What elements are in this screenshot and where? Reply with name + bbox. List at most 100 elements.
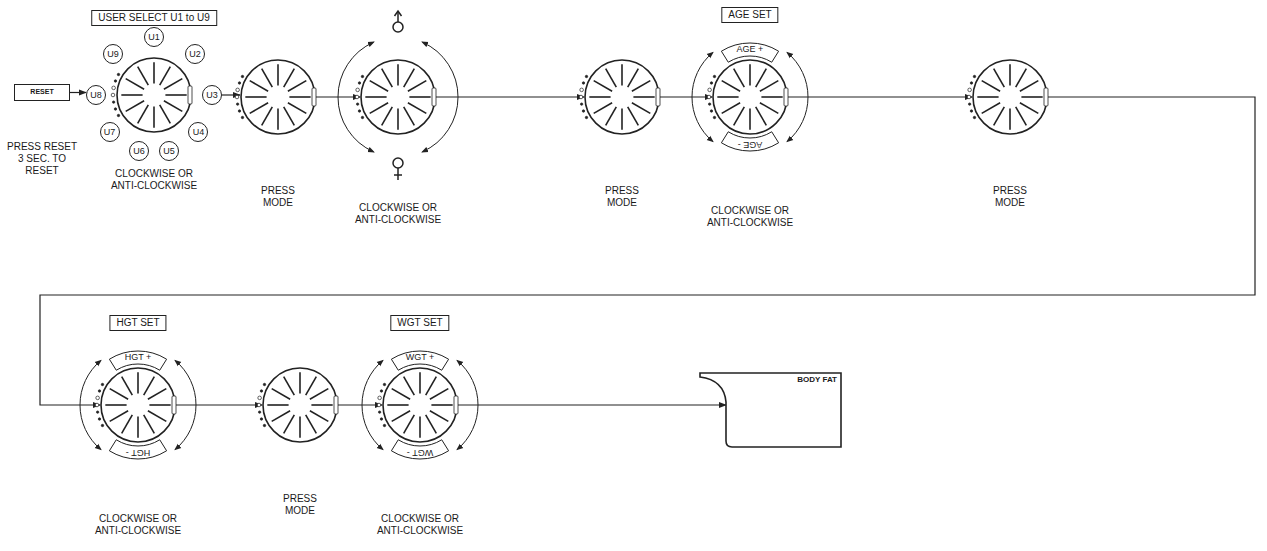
dial-dot (95, 403, 99, 407)
dial-spoke (419, 416, 421, 437)
user-circle: U7 (100, 122, 120, 142)
button-label: RESET (30, 88, 53, 96)
dial-dot (358, 110, 360, 112)
flow-arrow (338, 404, 382, 405)
dial-spoke (138, 105, 149, 123)
dial-spoke (272, 411, 290, 422)
user-circle: U5 (159, 141, 179, 161)
dial-dot (238, 82, 240, 84)
step-caption: PRESS RESET 3 SEC. TO RESET (4, 141, 80, 177)
dial-dot (579, 95, 583, 99)
dial-dot (968, 88, 972, 92)
dial-spoke (121, 94, 142, 96)
dial-mark (312, 88, 316, 106)
dial-spoke (148, 389, 166, 400)
user-circle: U3 (202, 85, 222, 105)
dial-shape (972, 59, 1048, 135)
dial-spoke (409, 96, 430, 98)
dial-spoke (749, 64, 751, 85)
dial-dot (236, 88, 240, 92)
dial-spoke (105, 404, 126, 406)
dial-spoke (149, 404, 170, 406)
dial-spoke (126, 101, 144, 112)
step-heading: AGE SET (721, 7, 778, 23)
dial-spoke (606, 107, 617, 125)
dial-rim (101, 368, 175, 442)
dial-spoke (722, 81, 740, 92)
flow-arrow (458, 404, 726, 405)
dial-rim (585, 60, 659, 134)
dial-spoke (299, 372, 301, 393)
dial-spoke (760, 81, 778, 92)
dial-spoke (717, 96, 738, 98)
dial-spoke (982, 81, 1000, 92)
user-number: U9 (107, 49, 119, 60)
control-dial: AGE SETAGE +AGE -CLOCKWISE OR ANTI-CLOCK… (712, 59, 788, 135)
dial-spoke (392, 411, 410, 422)
dial-shape (712, 59, 788, 135)
user-number: U3 (206, 90, 218, 101)
step-caption: CLOCKWISE OR ANTI-CLOCKWISE (700, 205, 800, 229)
step-caption: CLOCKWISE OR ANTI-CLOCKWISE (88, 513, 188, 537)
dial-spoke (284, 377, 295, 395)
dial-dot (358, 82, 360, 84)
dial-dot (378, 396, 382, 400)
dial-spoke (245, 96, 266, 98)
flow-arrow (660, 96, 712, 97)
dial-dot (710, 110, 712, 112)
increase-tag: HGT + (125, 352, 152, 363)
dial-dot (112, 86, 116, 90)
dial-dot (377, 403, 381, 407)
dial-dot (580, 103, 582, 105)
dial-rim (713, 60, 787, 134)
dial-spoke (250, 81, 268, 92)
dial-mark (188, 86, 192, 104)
dial-dot (101, 424, 103, 426)
decrease-tag: WGT - (407, 447, 433, 458)
step-heading: HGT SET (109, 315, 166, 331)
dial-dot (114, 108, 116, 110)
dial-spoke (306, 377, 317, 395)
flow-arrow (40, 97, 1255, 405)
dial-spoke (430, 389, 448, 400)
dial-dot (710, 82, 712, 84)
dial-spoke (628, 69, 639, 87)
dial-spoke (137, 416, 139, 437)
dial-dot (708, 88, 712, 92)
display-outline (700, 373, 841, 447)
dial-spoke (137, 372, 139, 393)
dial-spoke (404, 415, 415, 433)
body-fat-display: BODY FAT (726, 372, 842, 448)
dial-shape (240, 59, 316, 135)
step-caption: CLOCKWISE OR ANTI-CLOCKWISE (348, 202, 448, 226)
user-circle: U6 (129, 141, 149, 161)
dial-spoke (138, 67, 149, 85)
dial-spoke (1020, 81, 1038, 92)
dial-dot (257, 403, 261, 407)
dial-spoke (250, 103, 268, 114)
dial-spoke (262, 69, 273, 87)
increase-tag: AGE + (737, 44, 764, 55)
flow-arrow (316, 96, 360, 97)
dial-spoke (153, 106, 155, 127)
dial-spoke (734, 107, 745, 125)
dial-spoke (310, 389, 328, 400)
dial-spoke (426, 377, 437, 395)
dial-spoke (589, 96, 610, 98)
step-caption: CLOCKWISE OR ANTI-CLOCKWISE (104, 168, 204, 192)
dial-spoke (430, 411, 448, 422)
dial-dot (241, 116, 243, 118)
dial-spoke (392, 389, 410, 400)
dial-dot (356, 103, 358, 105)
dial-rim (241, 60, 315, 134)
dial-spoke (632, 103, 650, 114)
flow-arrow (788, 96, 972, 97)
dial-rim (117, 58, 191, 132)
user-number: U1 (148, 32, 160, 43)
dial-spoke (288, 81, 306, 92)
dial-spoke (1016, 107, 1027, 125)
dial-spoke (306, 415, 317, 433)
dial-spoke (397, 64, 399, 85)
dial-dot (973, 116, 975, 118)
dial-dot (96, 396, 100, 400)
